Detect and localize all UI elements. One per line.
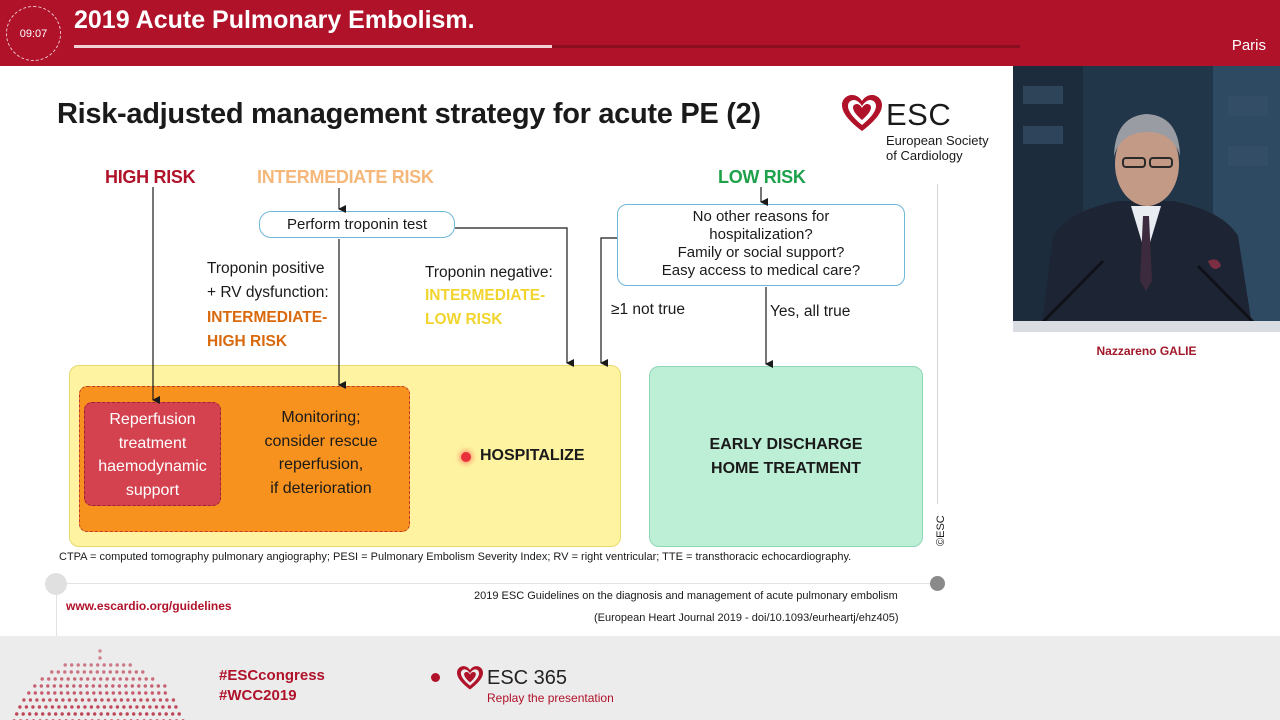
speaker-info-panel: Nazzareno GALIE bbox=[1013, 332, 1280, 636]
copyright-label: ©ESC bbox=[935, 515, 947, 546]
intermediate-low-risk-label: INTERMEDIATE- LOW RISK bbox=[425, 287, 546, 328]
guidelines-link[interactable]: www.escardio.org/guidelines bbox=[66, 599, 232, 613]
esc-logo: ESC European Society of Cardiology bbox=[842, 95, 1012, 165]
troponin-negative-text: Troponin negative: bbox=[425, 264, 553, 281]
monitoring-text: Monitoring; consider rescue reperfusion,… bbox=[264, 409, 378, 497]
speaker-video[interactable] bbox=[1013, 66, 1280, 332]
hashtag-esc-congress: #ESCcongress bbox=[219, 667, 325, 684]
intermediate-risk-label: INTERMEDIATE RISK bbox=[257, 167, 434, 187]
timeline-dot-left bbox=[45, 573, 67, 595]
troponin-negative-arrow bbox=[455, 227, 574, 367]
reference-line-1: 2019 ESC Guidelines on the diagnosis and… bbox=[474, 590, 898, 602]
slide-title: Risk-adjusted management strategy for ac… bbox=[57, 98, 761, 130]
separator-dot bbox=[431, 673, 440, 682]
flow-arrows bbox=[152, 187, 773, 404]
divider-line bbox=[937, 184, 938, 504]
laser-pointer-icon bbox=[461, 452, 471, 462]
low-risk-label: LOW RISK bbox=[718, 167, 806, 187]
dotted-globe-graphic bbox=[12, 649, 185, 720]
replay-tagline[interactable]: Replay the presentation bbox=[487, 691, 614, 705]
esc-logo-name: ESC bbox=[886, 97, 952, 132]
early-discharge-box: EARLY DISCHARGE HOME TREATMENT bbox=[649, 366, 923, 547]
timeline-dot-right bbox=[930, 576, 945, 591]
footer-bar: #ESCcongress #WCC2019 ESC 365 Replay the… bbox=[0, 636, 1280, 720]
heart-icon bbox=[457, 666, 483, 690]
playback-progress-bar[interactable] bbox=[74, 45, 1020, 48]
esc-logo-subtitle: European Society of Cardiology bbox=[886, 133, 989, 163]
high-risk-label: HIGH RISK bbox=[105, 167, 196, 187]
esc365-logo-text[interactable]: ESC 365 bbox=[487, 667, 568, 689]
troponin-test-box: Perform troponin test bbox=[259, 211, 455, 238]
presentation-title: 2019 Acute Pulmonary Embolism. bbox=[74, 6, 475, 34]
slide-footer: www.escardio.org/guidelines 2019 ESC Gui… bbox=[0, 573, 1013, 636]
intermediate-high-risk-label: INTERMEDIATE- HIGH RISK bbox=[207, 309, 328, 350]
all-true-label: Yes, all true bbox=[770, 303, 851, 320]
not-true-label: ≥1 not true bbox=[611, 301, 685, 318]
elapsed-timer: 09:07 bbox=[6, 6, 61, 61]
reperfusion-box: Reperfusion treatment haemodynamic suppo… bbox=[84, 402, 221, 506]
not-true-arrow bbox=[600, 237, 617, 367]
low-risk-criteria-box: No other reasons for hospitalization? Fa… bbox=[617, 204, 905, 286]
heart-icon bbox=[842, 95, 882, 131]
hospitalize-label: HOSPITALIZE bbox=[480, 447, 585, 464]
troponin-positive-text: Troponin positive + RV dysfunction: bbox=[207, 260, 329, 301]
abbreviations-footnote: CTPA = computed tomography pulmonary ang… bbox=[59, 551, 852, 563]
playback-progress-fill bbox=[74, 45, 552, 48]
reference-line-2: (European Heart Journal 2019 - doi/10.10… bbox=[594, 612, 899, 624]
header-bar: 09:07 2019 Acute Pulmonary Embolism. Par… bbox=[0, 0, 1280, 66]
location-label: Paris bbox=[1231, 37, 1266, 54]
hashtag-wcc2019: #WCC2019 bbox=[219, 687, 297, 704]
speaker-name: Nazzareno GALIE bbox=[1096, 344, 1197, 358]
slide-panel: Risk-adjusted management strategy for ac… bbox=[0, 66, 1013, 636]
speaker-video-frame bbox=[1013, 66, 1280, 332]
